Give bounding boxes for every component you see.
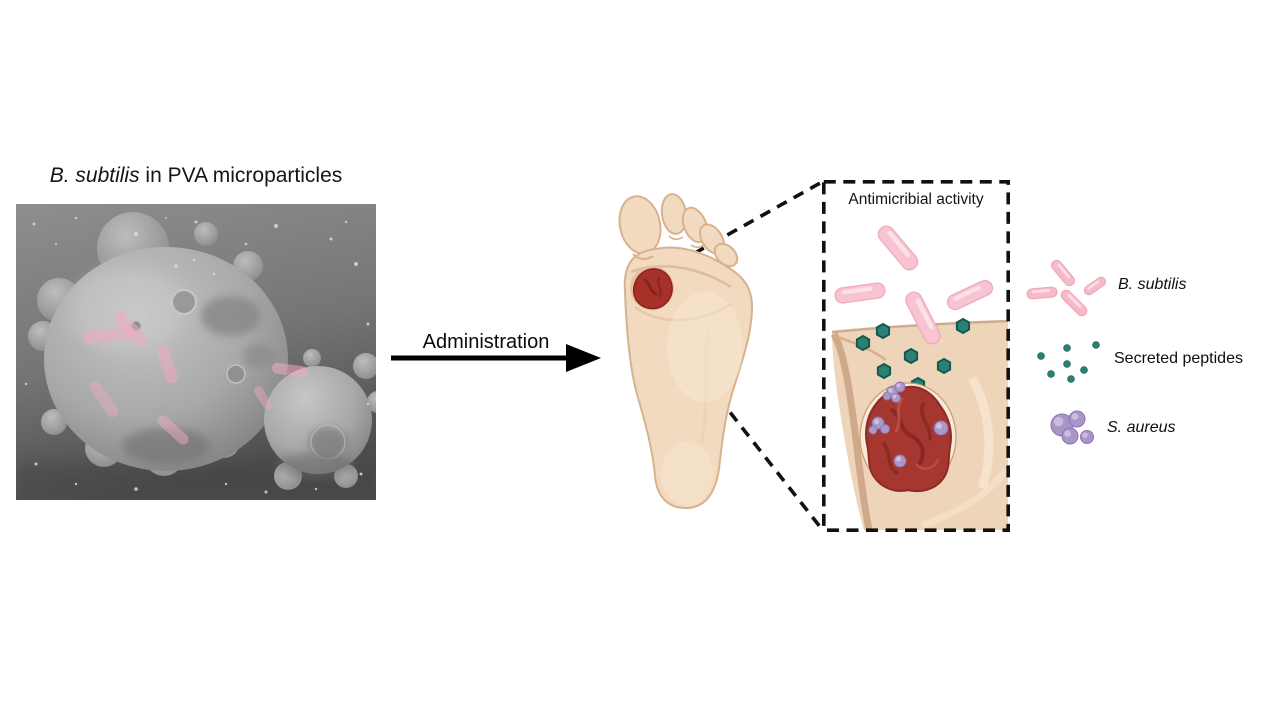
inset-title: Antimicribial activity — [848, 191, 984, 208]
legend-label-b-subtilis: B. subtilis — [1118, 276, 1187, 293]
sem-title-species: B. subtilis — [49, 164, 140, 187]
administration-arrow — [391, 344, 601, 372]
sem-title-rest: in PVA microparticles — [139, 164, 343, 187]
pink-rod-bacteria-icon — [1026, 259, 1107, 317]
arrowhead-icon — [566, 344, 601, 372]
inset-wound — [859, 382, 957, 493]
inset-box: Antimicribial activity — [822, 180, 1010, 532]
foot-shading — [630, 235, 743, 506]
sem-small-microparticle — [264, 349, 376, 490]
sem-panel-title: B. subtilis in PVA microparticles — [16, 164, 376, 188]
sem-debris-specks — [24, 216, 370, 494]
legend-item-s-aureus: S. aureus — [1041, 404, 1175, 452]
administration-label: Administration — [422, 331, 550, 353]
legend-item-secreted-peptides: Secreted peptides — [1033, 331, 1243, 387]
legend-label-secreted-peptides: Secreted peptides — [1114, 350, 1243, 367]
inset-b-subtilis-rods — [834, 225, 994, 345]
inset-s-aureus-clusters — [868, 381, 949, 468]
foot-illustration — [618, 193, 754, 510]
inset-dashed-border — [822, 180, 1010, 532]
foot-wound — [630, 266, 674, 310]
foot-sole — [623, 246, 754, 510]
inset-scene — [822, 180, 1010, 532]
teal-peptide-dots-icon — [1037, 341, 1100, 383]
legend-label-s-aureus: S. aureus — [1107, 419, 1176, 436]
sem-micrograph-image — [16, 204, 376, 500]
purple-cocci-cluster-icon — [1050, 410, 1094, 445]
legend-item-b-subtilis: B. subtilis — [1025, 253, 1186, 317]
sem-pink-bacteria-overlay — [83, 311, 308, 445]
